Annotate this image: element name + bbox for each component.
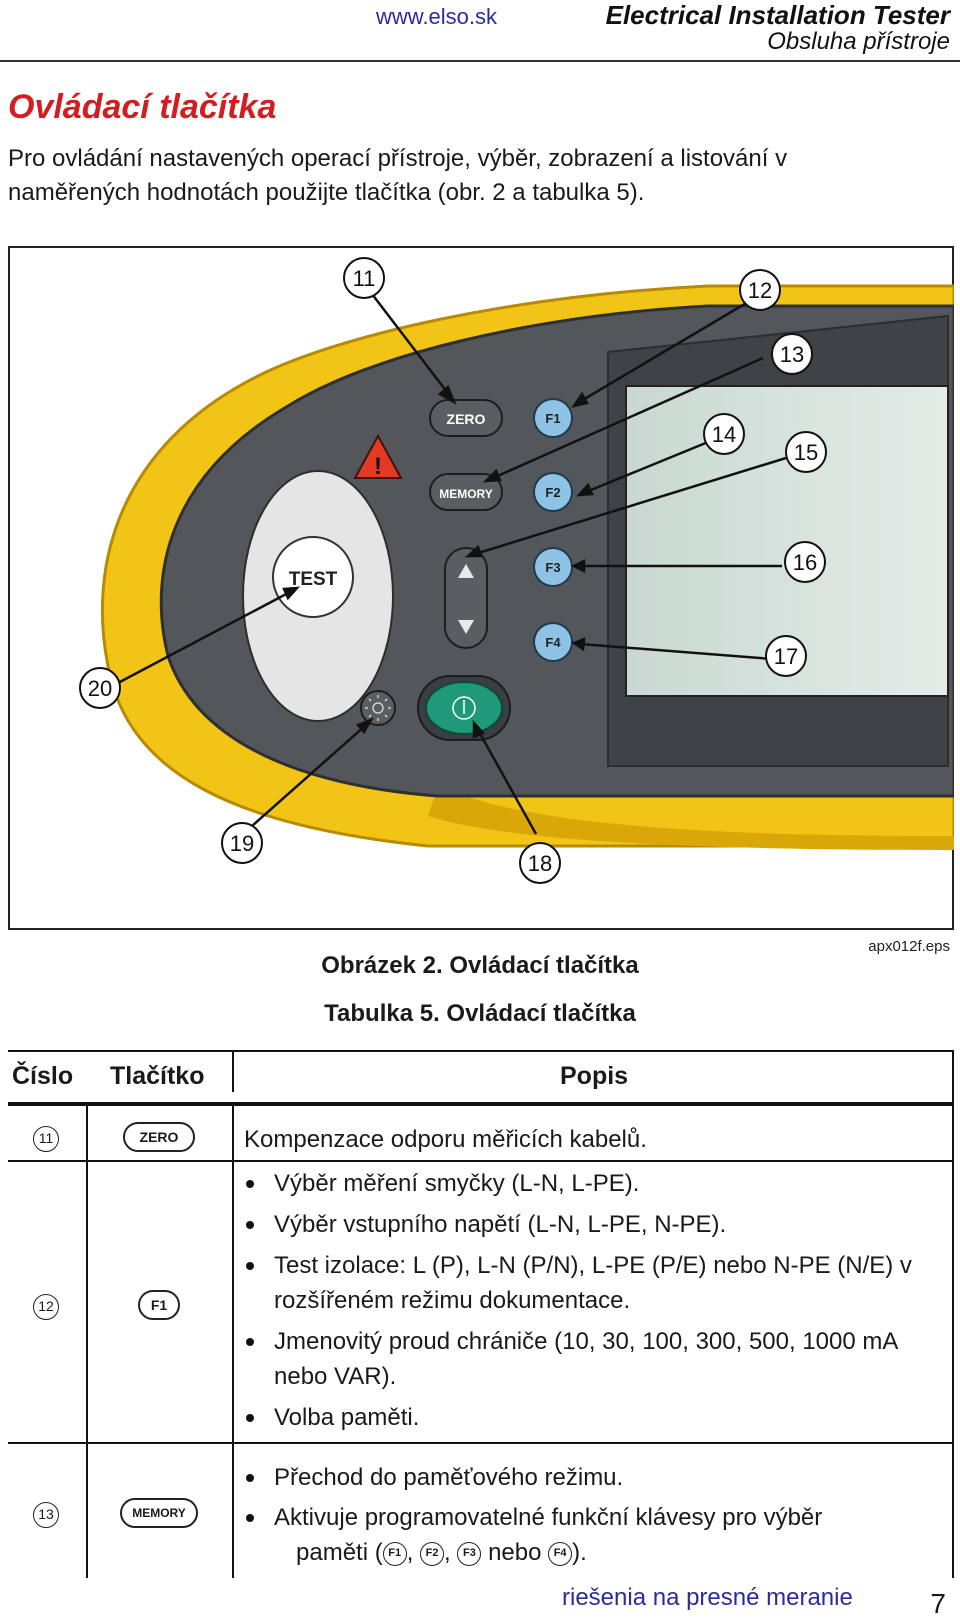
table-header-cislo: Číslo [12, 1062, 74, 1090]
table-col-divider-1 [86, 1106, 88, 1578]
section-title: Ovládací tlačítka [8, 88, 277, 126]
callout-14: 14 [712, 422, 736, 447]
backlight-icon [365, 695, 391, 721]
power-icon [452, 696, 476, 720]
row-12-bullet-2: Výběr vstupního napětí (L-N, L-PE, N-PE)… [244, 1207, 934, 1242]
f2-key-inline-icon: F2 [420, 1541, 445, 1566]
row-number-13: 13 [33, 1502, 59, 1528]
zero-label: ZERO [447, 411, 486, 427]
row-13-bullets: Přechod do paměťového režimu. Aktivuje p… [244, 1460, 934, 1535]
callout-20: 20 [88, 676, 112, 701]
f3-label: F3 [545, 560, 560, 575]
memory-label: MEMORY [439, 487, 493, 501]
callout-18: 18 [528, 851, 552, 876]
row-12-bullets: Výběr měření smyčky (L-N, L-PE). Výběr v… [244, 1166, 934, 1441]
row-number-11: 11 [33, 1126, 59, 1152]
table-row-rule-1 [8, 1160, 954, 1162]
test-label: TEST [289, 569, 338, 590]
row-12-bullet-5: Volba paměti. [244, 1400, 934, 1435]
table-header-divider [232, 1050, 234, 1092]
zero-key-icon: ZERO [123, 1122, 195, 1152]
table-col-divider-2 [232, 1106, 234, 1578]
continuation-conj: nebo [488, 1539, 542, 1566]
row-11-description: Kompenzace odporu měřicích kabelů. [244, 1126, 647, 1153]
callout-16: 16 [793, 550, 817, 575]
memory-button[interactable] [429, 473, 503, 511]
header-title: Electrical Installation Tester [605, 0, 950, 30]
callout-13: 13 [780, 342, 804, 367]
callout-11: 11 [353, 266, 376, 291]
memory-key-icon: MEMORY [120, 1498, 198, 1528]
row-12-bullet-3: Test izolace: L (P), L-N (P/N), L-PE (P/… [244, 1248, 934, 1318]
f1-key-inline-icon: F1 [382, 1541, 407, 1566]
f3-button[interactable] [533, 547, 573, 587]
f4-key-inline-icon: F4 [548, 1541, 573, 1566]
footer-link[interactable]: riešenia na presné meranie [562, 1584, 853, 1611]
continuation-suffix: ). [572, 1539, 587, 1566]
arrow-rocker [444, 547, 488, 649]
table-caption: Tabulka 5. Ovládací tlačítka [324, 1000, 636, 1027]
arrow-down-icon[interactable] [458, 620, 474, 634]
f2-label: F2 [545, 485, 560, 500]
callout-17: 17 [774, 644, 798, 669]
header-rule [0, 60, 960, 62]
callout-leaders [115, 293, 787, 835]
figure-filename: apx012f.eps [868, 938, 950, 955]
callouts: 11 12 13 14 15 16 17 18 19 20 [79, 257, 827, 884]
row-13-continuation: paměti (F1, F2, F3 nebo F4). [296, 1535, 587, 1570]
f2-button[interactable] [533, 472, 573, 512]
table-right-rule [952, 1050, 954, 1578]
page-number: 7 [930, 1588, 946, 1619]
table-header-rule [8, 1102, 954, 1106]
figure-caption: Obrázek 2. Ovládací tlačítka [321, 952, 639, 979]
callout-15: 15 [794, 440, 818, 465]
header-subtitle: Obsluha přístroje [767, 28, 950, 55]
warning-icon [353, 433, 403, 479]
device-illustration: TEST ! ZERO MEMORY F1 F2 F3 F4 [79, 257, 954, 884]
table-header-popis: Popis [560, 1062, 629, 1090]
f1-label: F1 [545, 411, 560, 426]
zero-button[interactable] [429, 399, 503, 437]
f1-key-icon: F1 [138, 1290, 180, 1320]
header-url[interactable]: www.elso.sk [376, 4, 498, 29]
intro-paragraph: Pro ovládání nastavených operací přístro… [8, 145, 788, 206]
row-12-bullet-4: Jmenovitý proud chrániče (10, 30, 100, 3… [244, 1324, 934, 1394]
f3-key-inline-icon: F3 [457, 1541, 482, 1566]
f4-button[interactable] [533, 622, 573, 662]
f1-button[interactable] [533, 398, 573, 438]
housing-lip [428, 786, 954, 850]
test-button[interactable] [272, 536, 354, 618]
f4-label: F4 [545, 635, 561, 650]
row-13-bullet-2: Aktivuje programovatelné funkční klávesy… [244, 1500, 934, 1535]
warning-glyph: ! [374, 453, 382, 480]
table-header-tlacitko: Tlačítko [110, 1062, 205, 1090]
continuation-prefix: paměti ( [296, 1539, 383, 1566]
row-13-bullet-1: Přechod do paměťového režimu. [244, 1460, 934, 1495]
arrow-up-icon[interactable] [458, 564, 474, 578]
callout-12: 12 [748, 278, 772, 303]
table-top-rule [8, 1050, 954, 1052]
continuation-sep-2: , [444, 1539, 451, 1566]
row-12-bullet-1: Výběr měření smyčky (L-N, L-PE). [244, 1166, 934, 1201]
table-row-rule-2 [8, 1442, 954, 1444]
continuation-sep-1: , [406, 1539, 414, 1566]
row-number-12: 12 [33, 1294, 59, 1320]
callout-19: 19 [230, 831, 254, 856]
